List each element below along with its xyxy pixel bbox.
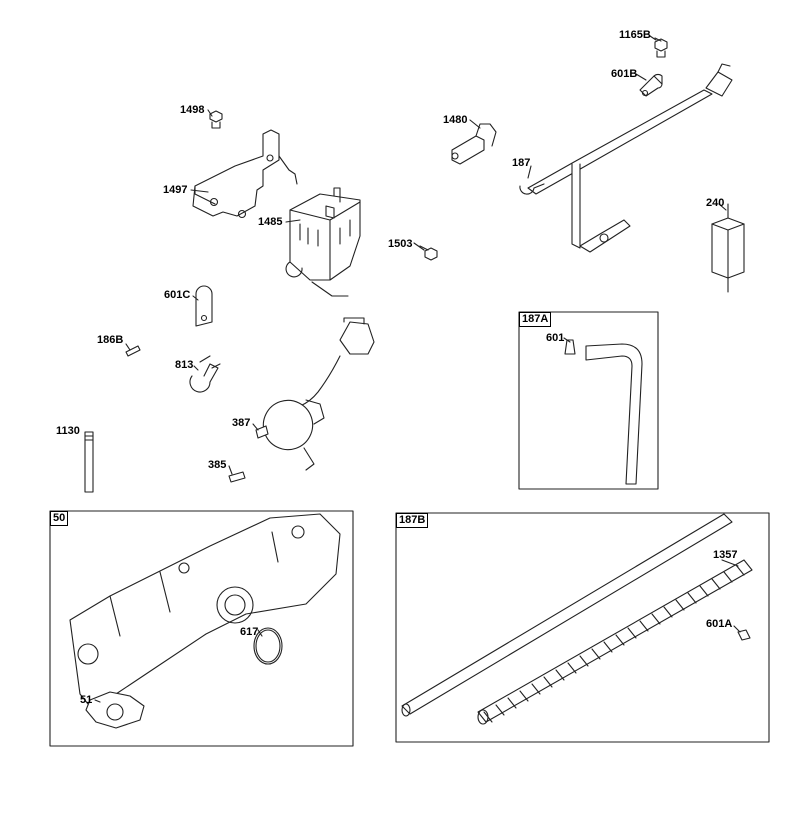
label-1497: 1497 <box>163 184 188 196</box>
part-1480-connector <box>451 123 497 165</box>
part-1503-screw <box>419 245 438 261</box>
part-601-fitting <box>564 339 576 355</box>
box-187b-tag: 187B <box>396 513 429 528</box>
box-187b-frame <box>395 512 770 743</box>
part-385-screw <box>228 471 246 483</box>
label-51: 51 <box>80 694 93 706</box>
label-601: 601 <box>546 332 565 344</box>
box-187a-tag: 187A <box>519 312 552 327</box>
box-50-tag: 50 <box>50 511 69 526</box>
part-601b-clamp <box>639 73 663 97</box>
label-1498: 1498 <box>180 104 205 116</box>
part-1357-spring-sleeve <box>477 559 753 725</box>
part-187-hose-assembly <box>519 63 733 253</box>
part-1498-bolt <box>209 110 223 129</box>
part-601c-clamp <box>195 285 213 327</box>
label-617: 617 <box>240 626 259 638</box>
part-51-gasket <box>85 691 145 729</box>
label-385: 385 <box>208 459 227 471</box>
label-186b: 186B <box>97 334 124 346</box>
leader-lines <box>94 35 741 703</box>
label-601c: 601C <box>164 289 191 301</box>
part-617-oring <box>253 627 283 665</box>
part-50-manifold <box>69 513 341 715</box>
part-187b-hose <box>401 513 733 717</box>
label-1485: 1485 <box>258 216 283 228</box>
part-1130-stud <box>84 431 94 493</box>
part-1497-bracket <box>192 129 298 219</box>
part-813-clip <box>189 355 221 393</box>
part-387-solenoid <box>255 317 375 471</box>
part-1485-fuel-pump <box>285 187 361 297</box>
label-1165b: 1165B <box>619 29 651 41</box>
box-50-frame <box>49 510 354 747</box>
label-1480: 1480 <box>443 114 468 126</box>
label-1130: 1130 <box>56 425 80 437</box>
label-187: 187 <box>512 157 531 169</box>
label-1357: 1357 <box>713 549 738 561</box>
label-601a: 601A <box>706 618 733 630</box>
part-240-fuel-filter <box>711 203 745 293</box>
label-1503: 1503 <box>388 238 413 250</box>
box-187a-frame <box>518 311 659 490</box>
label-387: 387 <box>232 417 251 429</box>
label-240: 240 <box>706 197 725 209</box>
part-601a-fitting <box>737 629 751 641</box>
label-601b: 601B <box>611 68 638 80</box>
label-813: 813 <box>175 359 194 371</box>
part-187a-hose <box>585 343 643 485</box>
part-1165b-bolt <box>654 37 668 58</box>
part-186b-pin <box>125 345 141 357</box>
